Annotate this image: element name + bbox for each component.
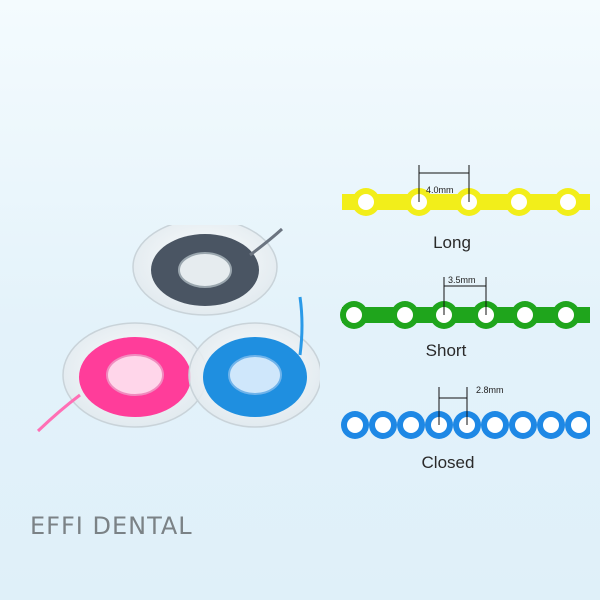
pink-spool [36, 322, 208, 433]
closed-chain-icon [341, 387, 590, 439]
short-chain-label: Short [425, 341, 467, 360]
long-chain-icon [342, 165, 590, 216]
brand-watermark: EFFI DENTAL [30, 512, 193, 540]
closed-spacing-dimension: 2.8mm [476, 385, 504, 395]
long-chain-label: Long [433, 233, 471, 252]
closed-chain-label: Closed [421, 453, 475, 472]
short-spacing-dimension: 3.5mm [448, 275, 476, 285]
chain-illustrations [340, 165, 590, 439]
short-chain-icon [340, 277, 590, 329]
chain-diagram-panel: 4.0mm 3.5mm 2.8mm Long Short Closed [330, 155, 590, 485]
product-photo [36, 225, 320, 433]
gray-spool [132, 225, 284, 316]
blue-spool [188, 296, 320, 428]
long-spacing-dimension: 4.0mm [426, 185, 454, 195]
